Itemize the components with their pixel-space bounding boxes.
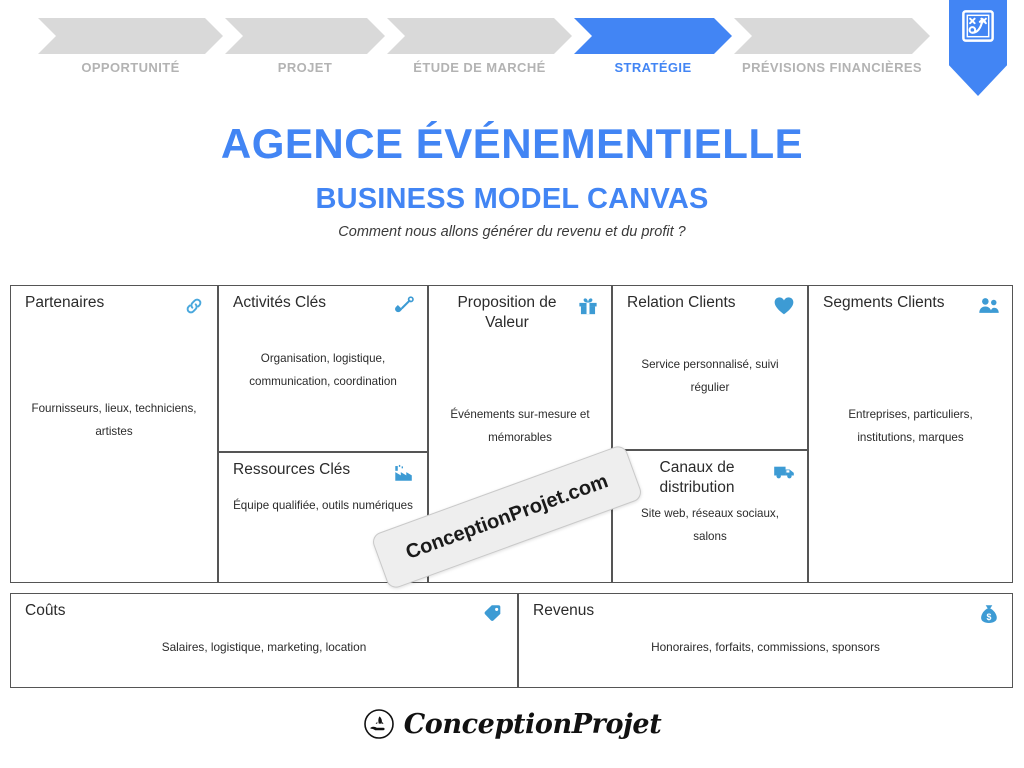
block-title: Revenus (533, 602, 595, 619)
block-body: Entreprises, particuliers, institutions,… (848, 408, 973, 444)
block-title: Proposition de Valeur (457, 294, 557, 331)
block-title: Canaux de distribution (659, 459, 735, 496)
stepper-step-opportunite[interactable]: OPPORTUNITÉ (38, 18, 223, 75)
title-block: AGENCE ÉVÉNEMENTIELLE BUSINESS MODEL CAN… (0, 120, 1024, 240)
people-group-icon (979, 298, 999, 313)
block-body: Service personnalisé, suivi régulier (641, 358, 779, 394)
canvas-block-relation-clients[interactable]: Relation Clients Service personnalisé, s… (612, 285, 808, 450)
block-title: Coûts (25, 602, 66, 619)
block-header: Partenaires (11, 293, 217, 317)
footer-brand-name: ConceptionProjet (403, 708, 662, 740)
block-header: Canaux de distribution (613, 458, 807, 498)
page-subtitle: BUSINESS MODEL CANVAS (315, 183, 709, 216)
stepper-step-bar (734, 18, 930, 54)
stepper-step-label: STRATÉGIE (614, 60, 692, 75)
stepper-step-bar (38, 18, 223, 54)
stepper-step-bar (574, 18, 732, 54)
gift-icon (579, 298, 597, 315)
block-header: Ressources Clés (219, 460, 427, 484)
stepper-step-projet[interactable]: PROJET (225, 18, 385, 75)
stepper-step-label: PROJET (277, 60, 333, 75)
block-body: Événements sur-mesure et mémorables (450, 408, 590, 444)
block-header: Activités Clés (219, 293, 427, 317)
page-tagline: Comment nous allons générer du revenu et… (338, 223, 686, 240)
block-title: Ressources Clés (233, 461, 351, 478)
shovel-icon (395, 296, 414, 313)
block-body: Honoraires, forfaits, commissions, spons… (651, 640, 880, 654)
strategy-playbook-icon (962, 10, 994, 42)
canvas-block-canaux-de-distribution[interactable]: Canaux de distribution Site web, réseaux… (612, 450, 808, 583)
block-header: Relation Clients (613, 293, 807, 317)
heart-icon (774, 297, 794, 315)
canvas-block-segments-clients[interactable]: Segments Clients Entreprises, particulie… (808, 285, 1013, 583)
chain-link-icon (186, 298, 202, 314)
stepper-step-label: PRÉVISIONS FINANCIÈRES (742, 60, 922, 75)
progress-stepper: OPPORTUNITÉ PROJET ÉTUDE DE MARCHÉ STRAT… (0, 0, 1024, 100)
block-header: Segments Clients (809, 293, 1012, 317)
factory-icon (395, 464, 412, 481)
hand-rocket-circle-icon (363, 709, 394, 739)
block-body: Salaires, logistique, marketing, locatio… (161, 640, 367, 654)
block-title: Activités Clés (233, 294, 327, 311)
block-body: Fournisseurs, lieux, techniciens, artist… (31, 402, 197, 438)
block-header: Revenus $ (519, 601, 1012, 625)
stepper-step-label: OPPORTUNITÉ (81, 60, 180, 75)
block-header: Coûts (11, 601, 517, 625)
block-body: Organisation, logistique, communication,… (249, 352, 397, 388)
canvas-block-activites-cles[interactable]: Activités Clés Organisation, logistique,… (218, 285, 428, 452)
money-bag-icon: $ (981, 605, 997, 623)
svg-text:$: $ (987, 612, 992, 622)
truck-icon (774, 466, 794, 479)
canvas-block-couts[interactable]: Coûts Salaires, logistique, marketing, l… (10, 593, 518, 688)
canvas-block-partenaires[interactable]: Partenaires Fournisseurs, lieux, technic… (10, 285, 218, 583)
page-title: AGENCE ÉVÉNEMENTIELLE (220, 120, 804, 167)
block-title: Partenaires (25, 294, 105, 311)
block-body: Équipe qualifiée, outils numériques (233, 499, 413, 512)
block-title: Relation Clients (627, 294, 736, 311)
block-body: Site web, réseaux sociaux, salons (641, 507, 779, 543)
stepper-step-strategie[interactable]: STRATÉGIE (574, 18, 732, 75)
price-tag-icon (484, 605, 501, 621)
strategy-pin-marker (949, 0, 1007, 96)
block-title: Segments Clients (823, 294, 945, 311)
stepper-step-previsions-financieres[interactable]: PRÉVISIONS FINANCIÈRES (734, 18, 930, 75)
footer-logo[interactable]: ConceptionProjet (0, 708, 1024, 740)
stepper-step-bar (225, 18, 385, 54)
canvas-block-revenus[interactable]: Revenus $ Honoraires, forfaits, commissi… (518, 593, 1013, 688)
block-header: Proposition de Valeur (429, 293, 611, 333)
stepper-step-label: ÉTUDE DE MARCHÉ (413, 60, 546, 75)
stepper-step-etude-de-marche[interactable]: ÉTUDE DE MARCHÉ (387, 18, 572, 75)
stepper-step-bar (387, 18, 572, 54)
